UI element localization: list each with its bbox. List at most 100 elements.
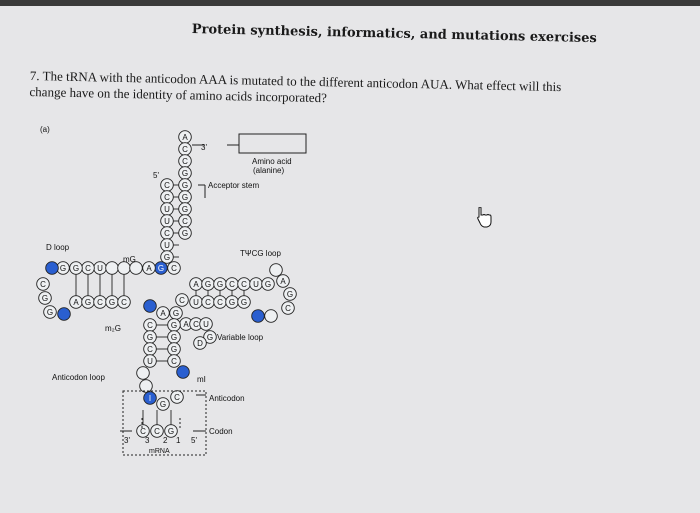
base-letter: G bbox=[73, 264, 79, 273]
base-letter: C bbox=[174, 393, 180, 402]
base-letter: G bbox=[205, 280, 211, 289]
base-letter: A bbox=[183, 320, 189, 329]
mg-label: mG bbox=[123, 255, 136, 264]
base-letter: G bbox=[241, 298, 247, 307]
base-letter: G bbox=[182, 193, 188, 202]
base-letter: C bbox=[140, 427, 146, 436]
base-letter: U bbox=[97, 264, 103, 273]
d-loop-label: D loop bbox=[46, 243, 70, 252]
base-circle bbox=[176, 365, 190, 379]
codon-number-1: 1 bbox=[176, 436, 181, 445]
base-letter: G bbox=[207, 333, 213, 342]
base-letter: G bbox=[182, 229, 188, 238]
base-letter: G bbox=[171, 321, 177, 330]
base-circle bbox=[139, 379, 153, 393]
base-letter: U bbox=[164, 241, 170, 250]
base-circle bbox=[281, 301, 295, 315]
base-letter: U bbox=[203, 320, 209, 329]
base-letter: U bbox=[164, 205, 170, 214]
base-letter: C bbox=[182, 157, 188, 166]
base-letter: G bbox=[182, 169, 188, 178]
document-page bbox=[0, 6, 700, 513]
panel-label: (a) bbox=[40, 125, 50, 134]
base-letter: G bbox=[147, 333, 153, 342]
amino-acid-label: Amino acid bbox=[252, 157, 292, 166]
base-letter: C bbox=[97, 298, 103, 307]
base-letter: A bbox=[146, 264, 152, 273]
base-circle bbox=[57, 307, 71, 321]
base-letter: A bbox=[73, 298, 79, 307]
base-letter: G bbox=[168, 427, 174, 436]
base-circle bbox=[283, 287, 297, 301]
base-letter: C bbox=[40, 280, 46, 289]
base-letter: A bbox=[280, 277, 286, 286]
base-letter: G bbox=[109, 298, 115, 307]
base-letter: D bbox=[197, 339, 203, 348]
codon-number-3: 3 bbox=[145, 436, 150, 445]
mi-label: mI bbox=[197, 375, 206, 384]
base-circle bbox=[36, 277, 50, 291]
base-circle bbox=[38, 291, 52, 305]
mouse-pointer-icon bbox=[477, 207, 492, 228]
diagram-lines bbox=[120, 144, 239, 456]
acceptor-stem-label: Acceptor stem bbox=[208, 181, 259, 190]
base-circle bbox=[129, 261, 143, 275]
base-letter: C bbox=[147, 321, 153, 330]
base-letter: G bbox=[164, 253, 170, 262]
base-letter: C bbox=[182, 217, 188, 226]
anticodon-loop-label: Anticodon loop bbox=[52, 373, 105, 382]
base-circle bbox=[143, 299, 157, 313]
base-letter: C bbox=[171, 357, 177, 366]
base-letter: G bbox=[85, 298, 91, 307]
base-circle bbox=[261, 277, 275, 291]
base-letter: C bbox=[193, 320, 199, 329]
base-letter: C bbox=[164, 181, 170, 190]
base-circle bbox=[156, 397, 170, 411]
base-circle bbox=[193, 336, 207, 350]
base-letter: C bbox=[285, 304, 291, 313]
base-letter: I bbox=[149, 394, 151, 403]
base-letter: G bbox=[60, 264, 66, 273]
base-letter: C bbox=[121, 298, 127, 307]
base-letter: C bbox=[85, 264, 91, 273]
base-letter: C bbox=[241, 280, 247, 289]
amino-acid-box bbox=[238, 133, 307, 154]
base-letter: C bbox=[164, 193, 170, 202]
base-letter: G bbox=[171, 333, 177, 342]
base-letter: G bbox=[229, 298, 235, 307]
mrna-label: mRNA bbox=[149, 448, 170, 455]
base-letter: C bbox=[205, 298, 211, 307]
base-letter: C bbox=[164, 229, 170, 238]
base-letter: C bbox=[217, 298, 223, 307]
base-letter: G bbox=[42, 294, 48, 303]
codon-number-2: 2 bbox=[163, 436, 168, 445]
base-circle bbox=[276, 274, 290, 288]
base-letter: C bbox=[179, 296, 185, 305]
m2g-label: m₂G bbox=[105, 324, 121, 333]
base-letter: C bbox=[154, 427, 160, 436]
base-letter: U bbox=[253, 280, 259, 289]
base-letter: C bbox=[171, 264, 177, 273]
base-letter: G bbox=[47, 308, 53, 317]
base-letter: U bbox=[147, 357, 153, 366]
base-letter: G bbox=[182, 181, 188, 190]
top-border bbox=[0, 0, 700, 6]
base-letter: G bbox=[171, 345, 177, 354]
base-letter: G bbox=[287, 290, 293, 299]
mrna-5-prime: 5' bbox=[191, 436, 197, 445]
base-letter: G bbox=[160, 400, 166, 409]
base-letter: C bbox=[182, 145, 188, 154]
base-circle bbox=[269, 263, 283, 277]
mrna-3-prime: 3' bbox=[124, 436, 130, 445]
base-letter: A bbox=[160, 309, 166, 318]
base-letter: G bbox=[158, 264, 164, 273]
base-circle bbox=[136, 366, 150, 380]
base-letter: U bbox=[193, 298, 199, 307]
base-letter: A bbox=[193, 280, 199, 289]
base-letter: G bbox=[265, 280, 271, 289]
base-circle bbox=[264, 309, 278, 323]
base-letter: C bbox=[147, 345, 153, 354]
base-letter: C bbox=[229, 280, 235, 289]
base-letter: A bbox=[182, 133, 188, 142]
